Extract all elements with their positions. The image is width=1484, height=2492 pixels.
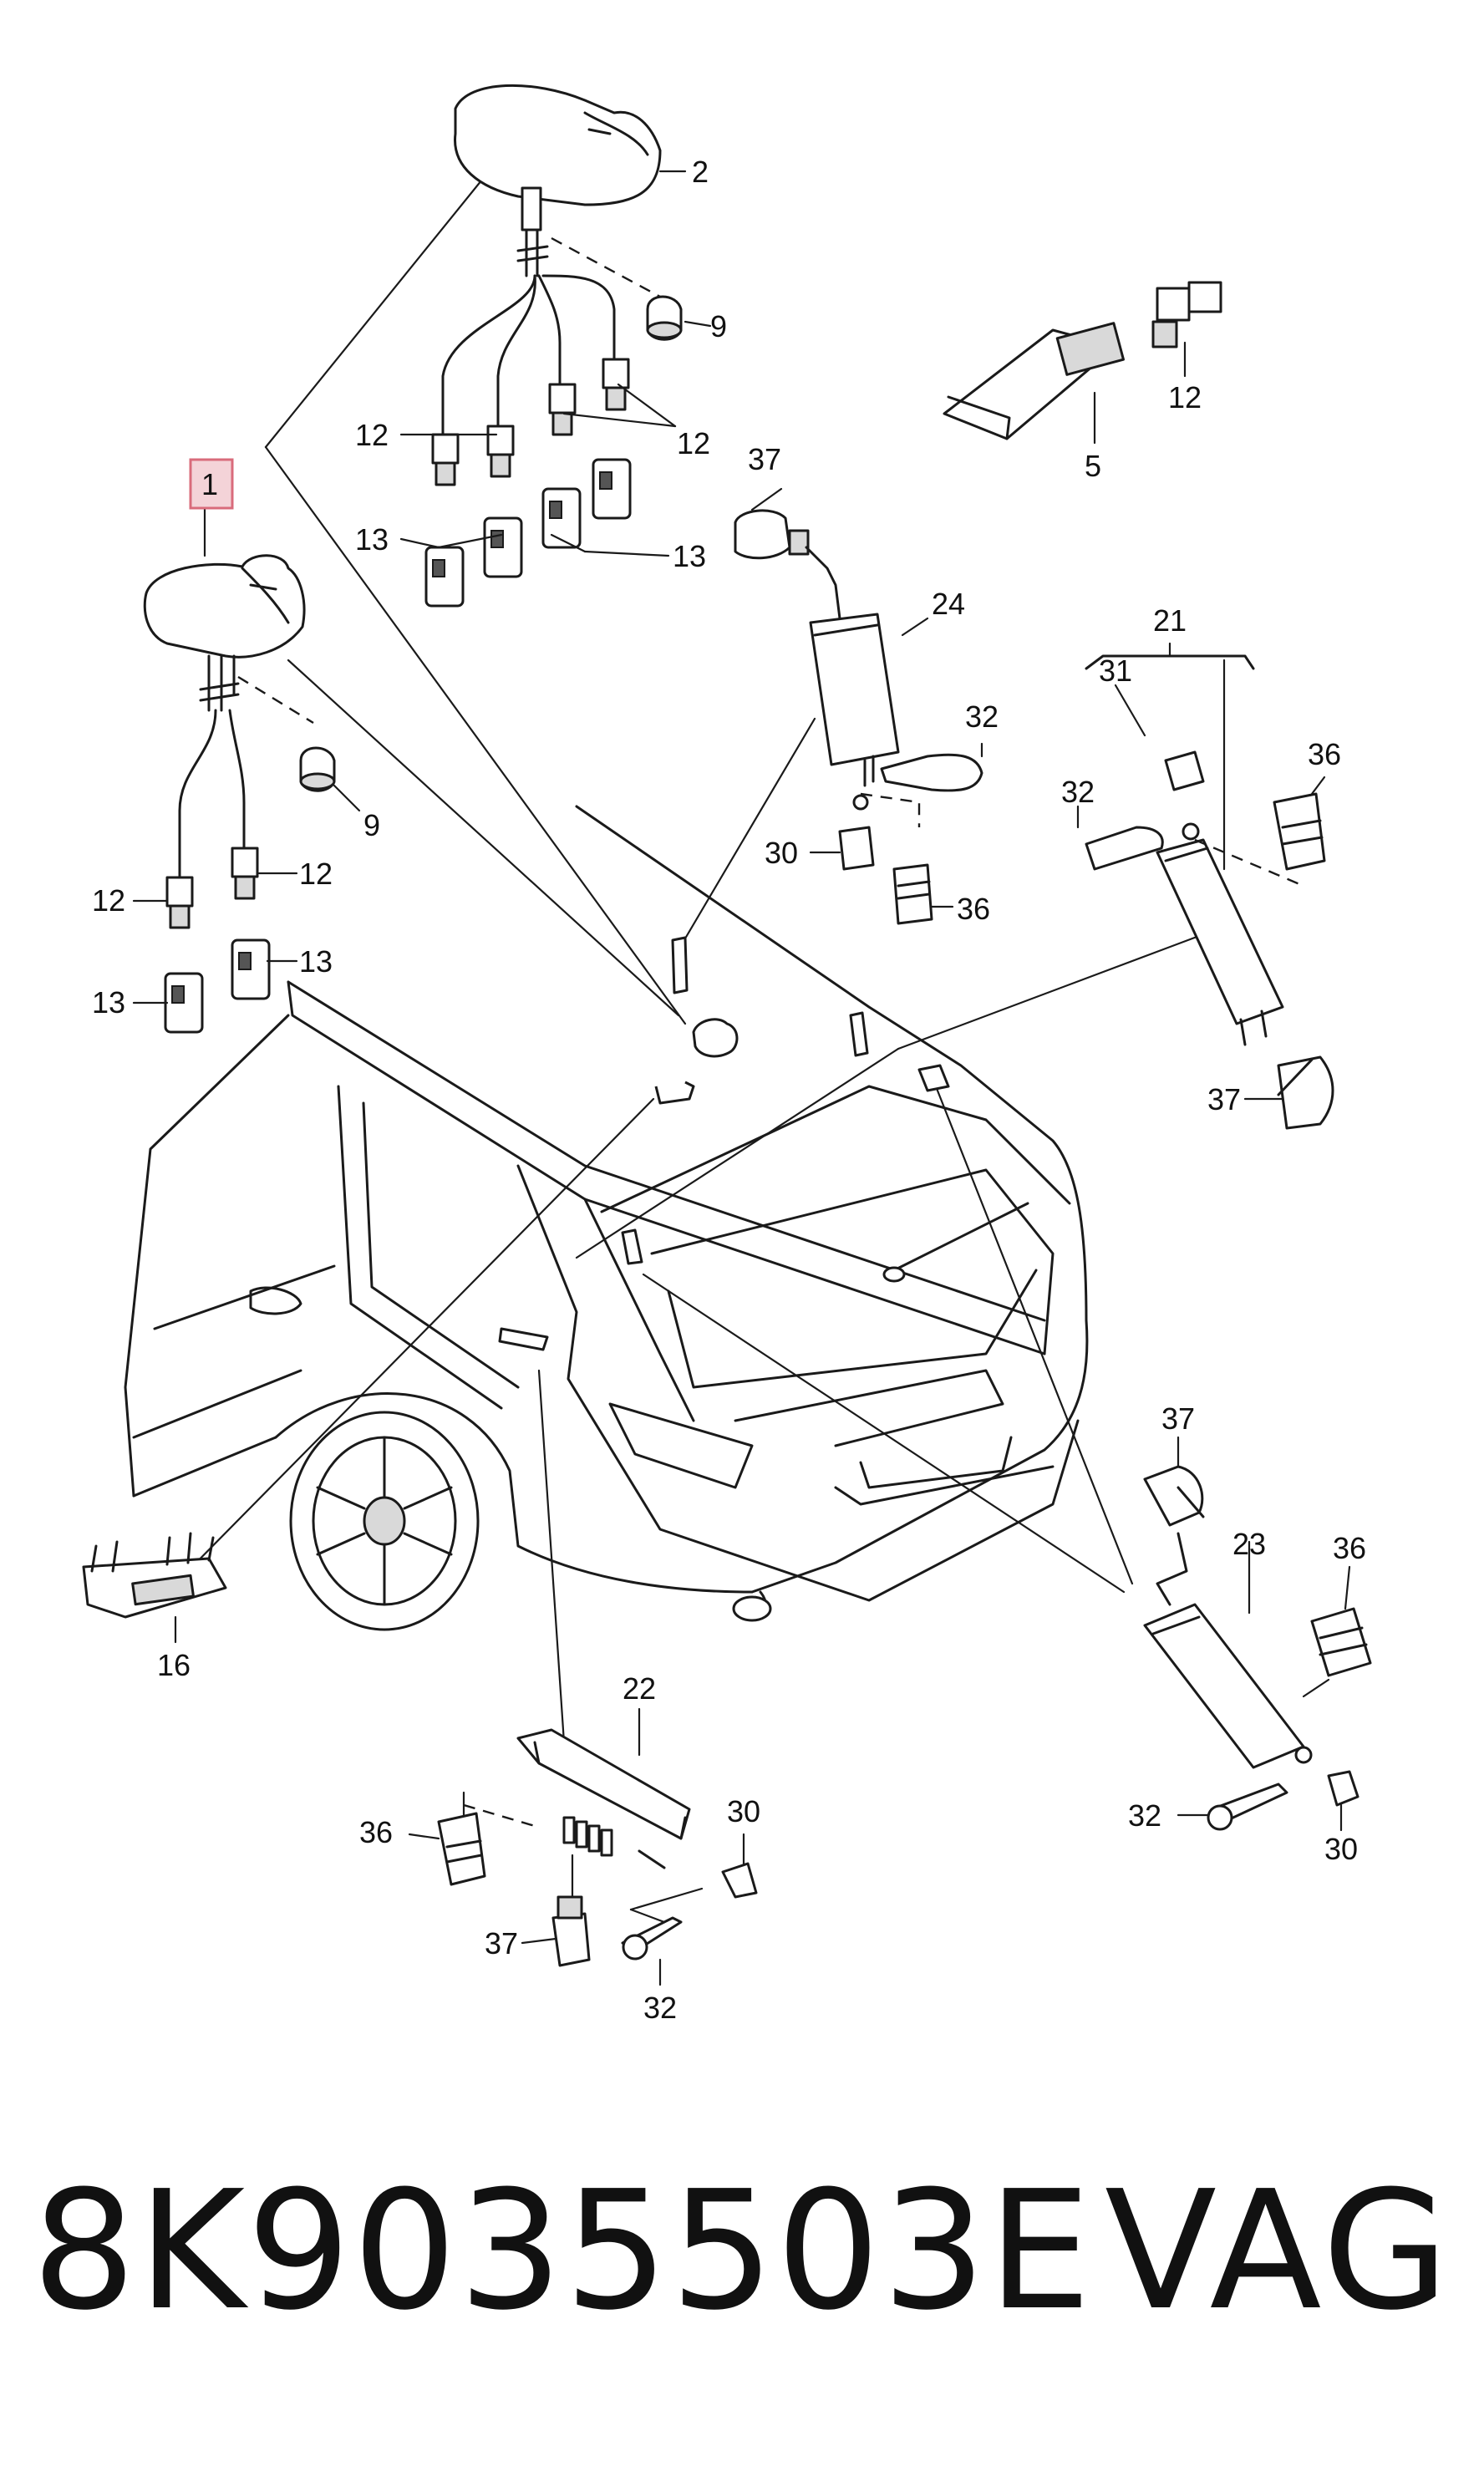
leader-lines <box>178 170 1201 1744</box>
callout-12-a: 12 <box>355 418 389 452</box>
callout-24: 24 <box>932 587 965 621</box>
callout-13-a: 13 <box>355 522 389 557</box>
callout-30-b: 30 <box>727 1794 760 1828</box>
callout-12-b: 12 <box>677 426 710 460</box>
callout-37-a: 37 <box>748 442 781 476</box>
callout-2: 2 <box>692 155 709 189</box>
callout-31: 31 <box>1099 654 1132 688</box>
callout-12-c: 12 <box>1168 380 1202 414</box>
callout-13-c: 13 <box>299 944 333 979</box>
amplifier-22 <box>408 1707 758 1986</box>
callout-30-a: 30 <box>765 836 798 870</box>
roof-antenna-main <box>132 491 361 1034</box>
callout-1-highlight <box>189 458 234 510</box>
callout-22: 22 <box>623 1671 656 1706</box>
callout-16: 16 <box>157 1648 191 1682</box>
callout-12-d: 12 <box>92 883 125 918</box>
callout-37-b: 37 <box>1207 1082 1241 1116</box>
callout-30-c: 30 <box>1324 1832 1358 1866</box>
callout-32-c: 32 <box>643 1991 677 2025</box>
callout-21: 21 <box>1153 603 1187 638</box>
callout-36-a: 36 <box>957 892 990 926</box>
callout-labels: 1 2 5 9 9 12 12 12 12 12 13 13 13 13 16 … <box>92 155 1366 2025</box>
callout-36-b: 36 <box>1308 737 1341 771</box>
module-5 <box>943 281 1222 445</box>
brand-label: VAG <box>1105 2156 1453 2347</box>
callout-12-e: 12 <box>299 857 333 891</box>
callout-5: 5 <box>1085 449 1101 483</box>
amplifier-24 <box>734 487 983 925</box>
callout-9-left: 9 <box>363 808 380 842</box>
part-number: 8K9035503E <box>32 2156 1093 2347</box>
callout-37-c: 37 <box>1161 1401 1195 1436</box>
callout-32-a: 32 <box>965 699 999 734</box>
roof-antenna-top <box>399 84 712 608</box>
car-body <box>124 805 1089 1631</box>
callout-37-d: 37 <box>485 1926 518 1961</box>
callout-9-top: 9 <box>710 309 727 343</box>
callout-32-b: 32 <box>1061 775 1095 809</box>
bracket-16 <box>82 1532 227 1644</box>
callout-32-d: 32 <box>1128 1798 1161 1833</box>
antenna-module-21 <box>1076 642 1334 1130</box>
callout-13-b: 13 <box>673 539 706 573</box>
callout-36-c: 36 <box>1333 1531 1366 1565</box>
callout-36-d: 36 <box>359 1815 393 1849</box>
amplifier-23 <box>1143 1436 1372 1832</box>
callout-23: 23 <box>1232 1527 1266 1561</box>
callout-13-d: 13 <box>92 985 125 1020</box>
callout-1: 1 <box>201 467 218 501</box>
